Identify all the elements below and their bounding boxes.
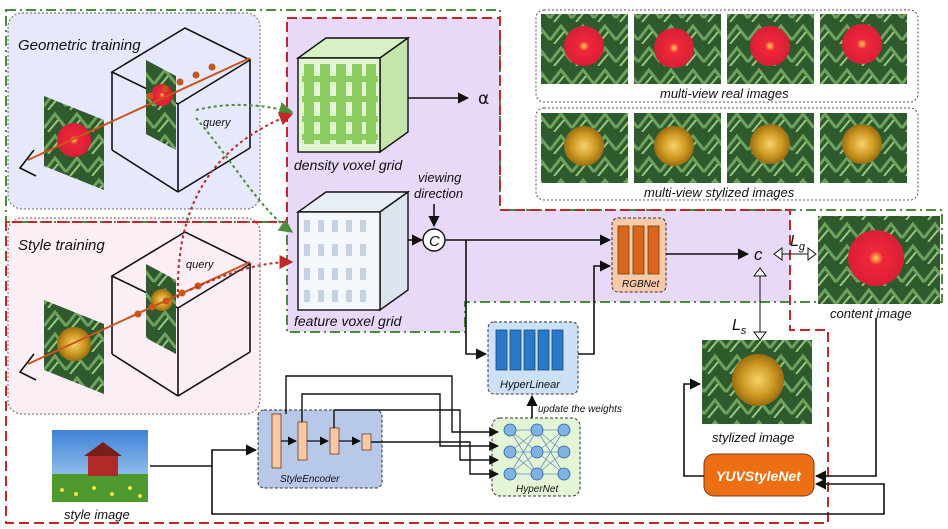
content-image [818,216,940,304]
hyperlinear-layers [495,329,564,371]
loss-s-label: Ls [732,317,747,337]
stylized-images-caption: multi-view stylized images [644,185,795,200]
concat-to-hyperlinear-arrow [465,240,488,360]
style-training-title: Style training [18,237,105,254]
loss-s-sub: s [741,325,747,337]
red-query-arrow-feature [189,255,294,291]
geometric-query-label: query [203,117,232,129]
feature-label: feature voxel grid [294,313,403,329]
style-input-image [44,300,104,394]
encoder-to-hypernet-arrows [285,375,499,479]
yuvstylenet-label: YUVStyleNet [716,468,802,484]
content-image-caption: content image [830,306,912,321]
style-eye-icon [18,353,37,381]
loss-s-base: L [732,317,741,334]
geometric-input-image [44,96,104,190]
geometric-ray [27,57,251,161]
hypernet-label: HyperNet [516,484,559,495]
real-images-caption: multi-view real images [660,86,789,101]
density-voxel-grid [295,36,411,154]
concat-label: C [429,233,440,250]
style-image-to-encoder-arrow [211,444,258,466]
loss-s-arrow-head-top [753,267,767,277]
styleencoder-label: StyleEncoder [280,474,340,485]
geometric-sample-points [146,63,216,100]
loss-g-sub: g [799,241,806,253]
rgbnet-layers [617,225,660,275]
content-to-yuv-arrow [814,318,877,482]
loss-g-arrow-head-left [773,247,783,261]
color-output: c [754,245,763,264]
red-query-arrow-density [176,112,294,299]
stylized-images-row [541,113,907,183]
style-image-to-yuv-arrow [150,465,885,515]
viewing-label-line1: viewing [418,170,462,185]
yuvstylenet-box [703,453,815,497]
hyperlinear-label: HyperLinear [500,379,561,391]
loss-s-arrow-head-bottom [753,331,767,341]
rgbnet-label: RGBNet [622,279,660,290]
alpha-output: α [478,89,489,109]
loss-g-label: Lg [790,233,806,253]
density-label: density voxel grid [294,157,403,173]
real-images-row [541,14,907,84]
geometric-eye-icon [18,149,37,177]
hyperlinear-to-rgbnet-arrow [578,260,612,355]
green-query-arrow-density [195,102,294,116]
styleencoder-box [257,409,383,489]
style-image [52,430,148,502]
viewing-label-line2: direction [414,186,463,201]
loss-g-base: L [790,233,799,250]
loss-g-arrow-head-right [807,247,817,261]
stylized-image-caption: stylized image [712,430,794,445]
yuv-to-stylized-arrow [683,378,704,477]
geometric-training-title: Geometric training [18,37,141,54]
hypernet-nodes [503,423,571,481]
update-weights-label: update the weights [538,404,622,415]
style-image-caption: style image [64,507,130,522]
green-query-arrow-feature [195,117,294,233]
feature-voxel-grid [295,190,411,312]
stylized-image [702,340,812,424]
style-query-label: query [186,259,215,271]
